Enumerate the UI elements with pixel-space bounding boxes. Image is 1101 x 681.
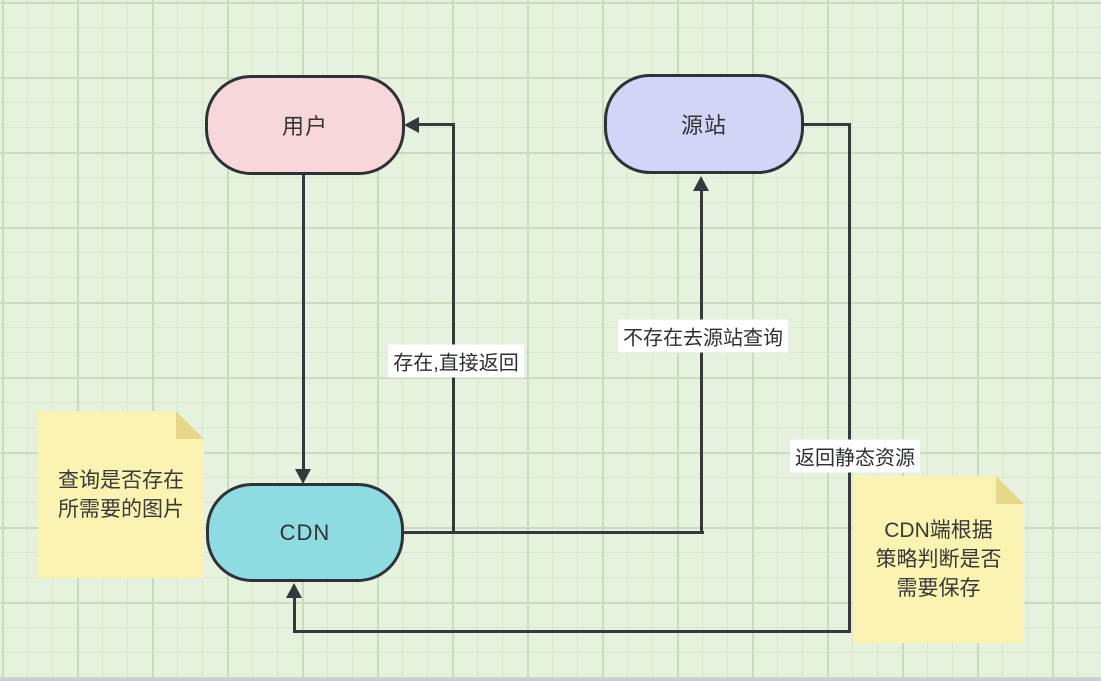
- note-fold-corner-icon: [996, 476, 1024, 504]
- note-line: 所需要的图片: [58, 497, 184, 521]
- note-line: 策略判断是否: [875, 548, 1002, 571]
- sticky-note-cdn-save-policy[interactable]: CDN端根据 策略判断是否 需要保存: [853, 476, 1024, 643]
- note-line: CDN端根据: [884, 519, 993, 542]
- edge-label-not-exist-query-origin[interactable]: 不存在去源站查询: [618, 319, 788, 353]
- edge-origin-to-cdn-right-line: [848, 123, 851, 633]
- edge-origin-to-cdn-top-line: [802, 123, 851, 126]
- edge-cdn-right-horizontal-line: [404, 531, 704, 534]
- node-user-label: 用户: [281, 114, 328, 139]
- node-cdn[interactable]: CDN: [206, 483, 404, 582]
- note-line: 需要保存: [896, 577, 981, 600]
- note-line: 查询是否存在: [58, 468, 184, 492]
- edge-cdn-to-user-vertical-line: [452, 124, 455, 534]
- canvas-bottom-edge: [0, 678, 1101, 681]
- node-origin[interactable]: 源站: [604, 74, 804, 174]
- edge-label-return-static-resource[interactable]: 返回静态资源: [790, 439, 920, 473]
- edge-label-exist-direct-return[interactable]: 存在,直接返回: [388, 344, 524, 378]
- node-user[interactable]: 用户: [205, 75, 405, 175]
- note-fold-corner-icon: [176, 411, 204, 439]
- arrowhead-into-origin-bottom-icon: [693, 176, 709, 191]
- arrowhead-into-cdn-bottom-icon: [286, 583, 302, 598]
- edge-origin-to-cdn-up-line: [293, 598, 296, 633]
- node-origin-label: 源站: [680, 113, 727, 138]
- edge-origin-to-cdn-bottom-line: [293, 630, 851, 633]
- edge-user-to-cdn-line: [302, 175, 305, 471]
- edge-cdn-to-user-top-line: [418, 123, 455, 126]
- arrowhead-into-cdn-top-icon: [295, 469, 311, 484]
- sticky-note-query-image[interactable]: 查询是否存在 所需要的图片: [38, 411, 204, 578]
- arrowhead-into-user-right-icon: [404, 117, 419, 133]
- edge-cdn-to-origin-vertical-line: [700, 190, 703, 534]
- node-cdn-label: CDN: [279, 519, 331, 545]
